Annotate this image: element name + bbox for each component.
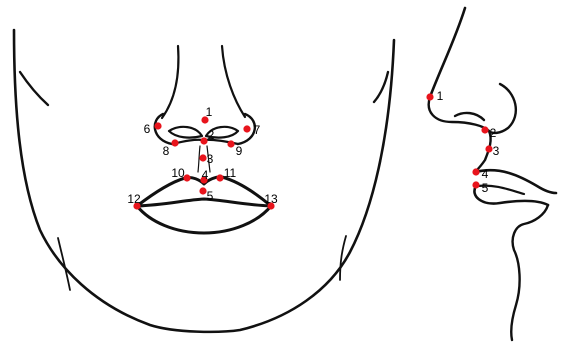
profile-landmark-label-3: 3 — [493, 144, 500, 158]
frontal-landmark-dot-11 — [216, 174, 223, 181]
frontal-landmark-label-5: 5 — [207, 189, 214, 203]
frontal-landmark-label-3: 3 — [207, 152, 214, 166]
frontal-landmark-label-4: 4 — [202, 168, 209, 182]
left-cheek-line — [20, 72, 48, 105]
frontal-landmark-label-11: 11 — [224, 166, 237, 180]
left-jaw-line — [58, 238, 70, 290]
profile-landmark-dot-5 — [472, 181, 479, 188]
profile-face-drawing — [429, 8, 556, 340]
frontal-landmark-dot-6 — [154, 122, 161, 129]
right-jaw-line — [340, 236, 346, 280]
frontal-landmark-label-8: 8 — [163, 144, 170, 158]
frontal-landmark-label-13: 13 — [264, 192, 278, 206]
profile-landmark-dot-3 — [485, 145, 492, 152]
lower-lip — [137, 206, 271, 233]
profile-landmark-label-5: 5 — [482, 181, 489, 195]
frontal-landmark-label-6: 6 — [144, 122, 151, 136]
right-nose-bridge — [222, 46, 245, 117]
frontal-landmark-dot-7 — [243, 125, 250, 132]
frontal-landmark-dot-8 — [171, 139, 178, 146]
frontal-landmark-dot-2 — [200, 137, 207, 144]
frontal-landmark-dot-3 — [199, 154, 206, 161]
profile-chin — [511, 205, 548, 340]
frontal-landmark-label-12: 12 — [127, 192, 141, 206]
profile-landmark-label-4: 4 — [482, 167, 489, 181]
profile-landmark-points: 1 2 345 — [426, 89, 499, 195]
frontal-landmark-label-1: 1 — [206, 105, 213, 119]
frontal-landmark-label-9: 9 — [236, 144, 243, 158]
frontal-landmark-dot-5 — [199, 187, 206, 194]
frontal-landmark-dot-9 — [227, 140, 234, 147]
right-cheek-line — [374, 72, 388, 102]
profile-landmark-dot-4 — [472, 168, 479, 175]
profile-nostril — [455, 113, 484, 120]
left-nose-bridge — [162, 46, 178, 118]
frontal-landmark-label-2: 2 — [208, 128, 215, 142]
profile-forehead-nose — [430, 8, 465, 97]
profile-landmark-dot-1 — [426, 93, 433, 100]
profile-landmark-label-2: 2 — [490, 126, 497, 140]
lip-line — [137, 199, 271, 206]
frontal-landmark-label-10: 10 — [171, 166, 185, 180]
frontal-landmark-label-7: 7 — [254, 123, 261, 137]
profile-landmark-label-1: 1 — [437, 89, 444, 103]
left-nostril — [169, 127, 202, 138]
profile-landmark-dot-2 — [481, 126, 488, 133]
